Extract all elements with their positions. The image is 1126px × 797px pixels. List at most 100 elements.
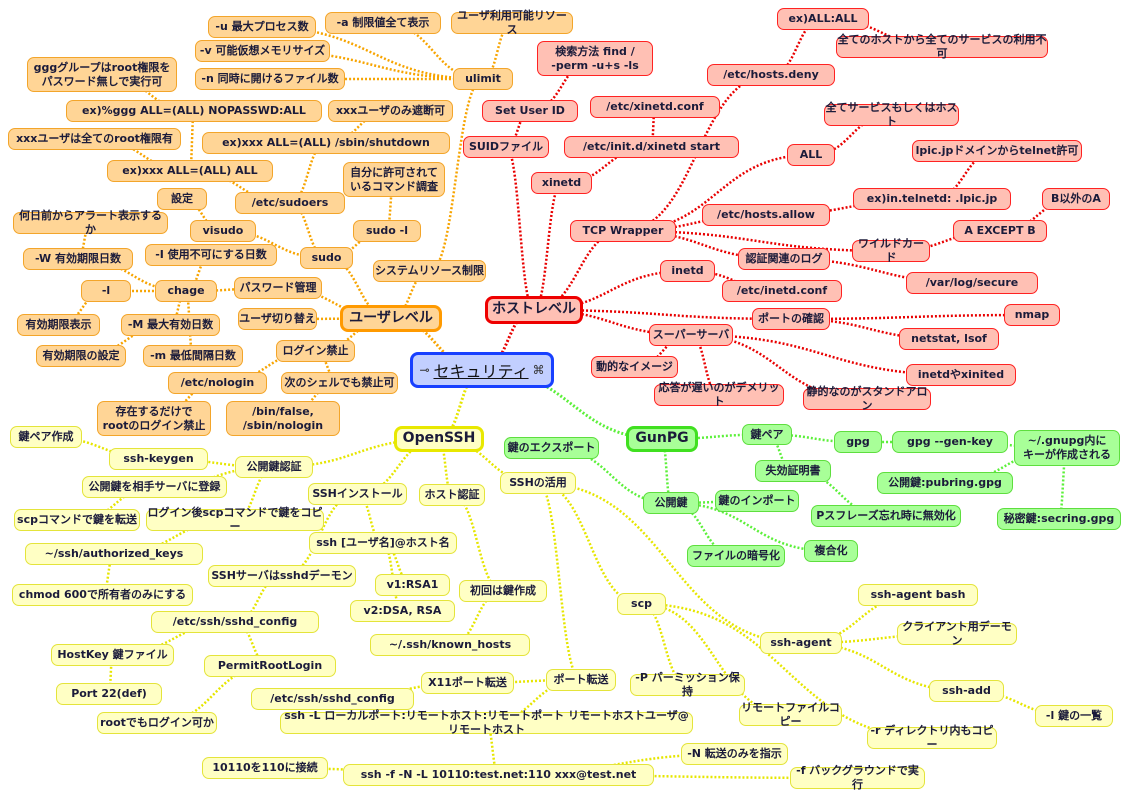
topic-node-secure[interactable]: /var/log/secure — [906, 272, 1038, 294]
topic-node-gpgcmd[interactable]: gpg — [834, 431, 882, 453]
topic-node-except[interactable]: A EXCEPT B — [953, 220, 1047, 242]
topic-node-l[interactable]: -l — [81, 280, 131, 302]
topic-node-sudolnote[interactable]: 自分に許可されて いるコマンド調査 — [343, 162, 445, 197]
topic-node-x11conf[interactable]: /etc/ssh/sshd_config — [251, 688, 414, 710]
topic-node-authkeys[interactable]: ~/ssh/authorized_keys — [25, 543, 203, 565]
topic-node-telnetnote[interactable]: lpic.jpドメインからtelnet許可 — [912, 140, 1082, 162]
topic-node-super[interactable]: スーパーサーバ — [649, 324, 733, 346]
topic-node-exshut[interactable]: ex)xxx ALL=(ALL) /sbin/shutdown — [202, 132, 450, 154]
topic-node-keypair[interactable]: 鍵ペア — [742, 424, 792, 445]
topic-node-netstat[interactable]: netstat, lsof — [899, 328, 999, 350]
topic-node-scpr[interactable]: -r ディレクトリ内もコピー — [867, 724, 997, 751]
topic-node-visudo[interactable]: visudo — [190, 220, 256, 242]
topic-node-pubkeyg[interactable]: 公開鍵 — [643, 492, 699, 514]
topic-node-setuid[interactable]: Set User ID — [482, 100, 578, 122]
main-topic-hl[interactable]: ホストレベル — [485, 296, 583, 324]
topic-node-lnote[interactable]: 有効期限表示 — [17, 314, 100, 336]
topic-node-sudol[interactable]: sudo -l — [353, 220, 421, 242]
topic-node-slow[interactable]: 応答が遅いのがデメリット — [654, 381, 784, 408]
topic-node-W[interactable]: -W 有効期限日数 — [23, 248, 133, 270]
topic-node-exggg[interactable]: ex)%ggg ALL=(ALL) NOPASSWD:ALL — [66, 100, 322, 122]
topic-node-nologinban[interactable]: ログイン禁止 — [276, 340, 355, 362]
topic-node-u[interactable]: -u 最大プロセス数 — [208, 16, 316, 38]
topic-node-knownhosts[interactable]: ~/.ssh/known_hosts — [370, 634, 530, 656]
topic-node-usage[interactable]: SSHの活用 — [500, 472, 576, 494]
topic-node-m[interactable]: -m 最低間隔日数 — [143, 345, 243, 367]
topic-node-etcnologin[interactable]: /etc/nologin — [168, 372, 267, 394]
topic-node-sshuser[interactable]: ssh [ユーザ名]@ホスト名 — [309, 532, 457, 554]
topic-node-fopt[interactable]: -f バックグラウンドで実行 — [790, 764, 925, 791]
topic-node-sshadd[interactable]: ssh-add — [929, 680, 1004, 702]
topic-node-port22[interactable]: Port 22(def) — [56, 683, 162, 705]
topic-node-xinetdstart[interactable]: /etc/init.d/xinetd start — [564, 136, 739, 158]
topic-node-gggnote[interactable]: gggグループはroot権限を パスワード無しで実行可 — [27, 57, 177, 92]
topic-node-xxxall[interactable]: xxxユーザは全てのroot権限有 — [8, 128, 181, 150]
main-topic-ul[interactable]: ユーザレベル — [340, 305, 442, 332]
topic-node-pwmgmt[interactable]: パスワード管理 — [234, 277, 322, 299]
topic-node-allnote[interactable]: 全てサービスもしくはホスト — [824, 101, 959, 128]
topic-node-keygen[interactable]: ssh-keygen — [109, 448, 208, 470]
topic-node-port[interactable]: ポートの確認 — [752, 308, 830, 330]
topic-node-Nopt[interactable]: -N 転送のみを指示 — [681, 743, 788, 765]
topic-node-secring[interactable]: 秘密鍵:secring.gpg — [997, 508, 1121, 530]
topic-node-xinetdconf[interactable]: /etc/xinetd.conf — [590, 96, 720, 118]
topic-node-export[interactable]: 鍵のエクスポート — [504, 437, 599, 459]
topic-node-scpcopy[interactable]: ログイン後scpコマンドで鍵をコピー — [146, 506, 324, 533]
topic-node-pubring[interactable]: 公開鍵:pubring.gpg — [877, 472, 1013, 494]
topic-node-pkauth[interactable]: 公開鍵認証 — [235, 456, 313, 478]
topic-node-hostkey[interactable]: HostKey 鍵ファイル — [51, 644, 174, 666]
topic-node-revokenote[interactable]: Pスフレーズ忘れ時に無効化 — [811, 505, 961, 527]
topic-node-nmap[interactable]: nmap — [1004, 304, 1060, 326]
central-topic-title[interactable]: セキュリティ — [433, 362, 529, 381]
topic-node-rootlogin[interactable]: rootでもログイン可か — [97, 712, 217, 734]
topic-node-inetd[interactable]: inetd — [660, 260, 715, 282]
topic-node-suid[interactable]: SUIDファイル — [463, 136, 549, 158]
topic-node-agentbash[interactable]: ssh-agent bash — [858, 584, 978, 606]
topic-node-decrypt[interactable]: 複合化 — [804, 540, 858, 562]
topic-node-sshdconf[interactable]: /etc/ssh/sshd_config — [151, 611, 319, 633]
topic-node-sshL[interactable]: ssh -L ローカルポート:リモートホスト:リモートポート リモートホストユー… — [280, 709, 693, 736]
topic-node-install[interactable]: SSHインストール — [308, 483, 407, 505]
topic-node-sysres[interactable]: システムリソース制限 — [373, 260, 486, 282]
topic-node-permitroot[interactable]: PermitRootLogin — [204, 655, 336, 677]
topic-node-su[interactable]: ユーザ切り替え — [238, 308, 317, 330]
topic-node-res[interactable]: ユーザ利用可能リソース — [451, 9, 573, 36]
topic-node-binfalse[interactable]: /bin/false, /sbin/nologin — [226, 401, 340, 436]
topic-node-conn[interactable]: 10110を110に接続 — [202, 757, 328, 779]
topic-node-import[interactable]: 鍵のインポート — [715, 490, 799, 512]
topic-node-clientd[interactable]: クライアント用デーモン — [897, 620, 1017, 647]
topic-node-genkey[interactable]: gpg --gen-key — [892, 431, 1008, 453]
main-topic-gpg[interactable]: GunPG — [626, 426, 698, 452]
topic-node-wild[interactable]: ワイルドカード — [852, 237, 930, 264]
topic-node-allow[interactable]: /etc/hosts.allow — [702, 204, 830, 226]
topic-node-v2[interactable]: v2:DSA, RSA — [350, 600, 455, 622]
topic-node-standalone[interactable]: 静的なのがスタンドアロン — [803, 385, 931, 412]
topic-node-firstkey[interactable]: 初回は鍵作成 — [459, 580, 547, 602]
topic-node-M[interactable]: -M 最大有効日数 — [121, 314, 220, 336]
topic-node-scpremote[interactable]: リモートファイルコピー — [739, 701, 842, 728]
topic-node-scpP[interactable]: -P パーミッション保持 — [630, 671, 745, 698]
topic-node-I[interactable]: -I 使用不可にする日数 — [145, 244, 277, 266]
topic-node-exceptnote[interactable]: B以外のA — [1042, 188, 1110, 210]
topic-node-hostauth[interactable]: ホスト認証 — [419, 484, 485, 506]
topic-node-n[interactable]: -n 同時に開けるファイル数 — [195, 68, 345, 90]
topic-node-keypairmk[interactable]: 鍵ペア作成 — [10, 426, 82, 448]
central-topic-security[interactable]: ⊸ セキュリティ ⌘ — [410, 352, 554, 388]
main-topic-ossh[interactable]: OpenSSH — [394, 426, 484, 452]
topic-node-register[interactable]: 公開鍵を相手サーバに登録 — [82, 476, 227, 498]
topic-node-revoke[interactable]: 失効証明書 — [755, 460, 831, 482]
topic-node-sudo[interactable]: sudo — [300, 247, 353, 269]
topic-node-nologinnote[interactable]: 存在するだけで rootのログイン禁止 — [97, 401, 211, 436]
topic-node-a[interactable]: -a 制限値全て表示 — [325, 12, 441, 34]
topic-node-deny[interactable]: /etc/hosts.deny — [707, 64, 835, 86]
topic-node-sshd[interactable]: SSHサーバはsshdデーモン — [208, 565, 356, 587]
topic-node-v1[interactable]: v1:RSA1 — [375, 574, 450, 596]
topic-node-scp[interactable]: scp — [617, 593, 666, 615]
topic-node-Wnote[interactable]: 何日前からアラート表示するか — [13, 209, 168, 236]
topic-node-agent[interactable]: ssh-agent — [760, 632, 842, 654]
topic-node-Mnote[interactable]: 有効期限の設定 — [36, 345, 126, 367]
topic-node-tcpw[interactable]: TCP Wrapper — [570, 220, 676, 242]
topic-node-addl[interactable]: -l 鍵の一覧 — [1035, 705, 1113, 727]
topic-node-inetdconf[interactable]: /etc/inetd.conf — [722, 280, 842, 302]
topic-node-exall[interactable]: ex)xxx ALL=(ALL) ALL — [107, 160, 273, 182]
